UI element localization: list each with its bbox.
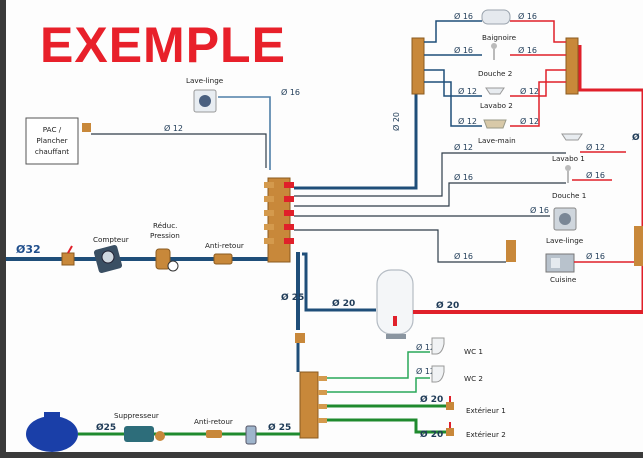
outdoor-tap1-icon	[446, 396, 454, 410]
douche1-cold-diameter: Ø 16	[454, 172, 473, 182]
kitchen-sink-icon	[545, 253, 575, 273]
main-manifold	[264, 177, 294, 263]
lave-linge-right-label: Lave-linge	[546, 236, 584, 245]
water-heater-icon	[376, 269, 414, 339]
drop-diameter: Ø 25	[281, 292, 304, 303]
check-valve-bottom-icon	[206, 430, 222, 438]
wc1-label: WC 1	[464, 347, 483, 356]
inlet-valve-icon	[61, 245, 75, 266]
main-diameter: Ø32	[16, 243, 41, 256]
lave-main-hot-diameter: Ø 12	[520, 116, 539, 126]
right-hot-manifold-icon	[634, 226, 643, 266]
water-tank-icon	[26, 412, 78, 452]
washing-machine-icon	[193, 89, 217, 113]
lavabo2-hot-diameter: Ø 12	[520, 86, 539, 96]
lavabo2-label: Lavabo 2	[480, 101, 513, 110]
ext1-diameter: Ø 20	[420, 394, 443, 405]
pac-label-1: PAC /	[43, 125, 62, 134]
pac-diameter: Ø 12	[164, 123, 183, 133]
lavabo2-cold-diameter: Ø 12	[458, 86, 477, 96]
lave-main-cold-diameter: Ø 12	[458, 116, 477, 126]
pac-label-3: chauffant	[35, 147, 69, 156]
lavabo1-cold-diameter: Ø 12	[454, 142, 473, 152]
reduc-label-1: Réduc.	[153, 221, 177, 230]
lave-linge-right-diameter: Ø 16	[530, 205, 549, 215]
pressure-reducer-icon	[155, 248, 179, 272]
washing-machine-right-icon	[553, 207, 577, 231]
pump-out-diameter: Ø 25	[268, 422, 291, 433]
upper-hot-manifold	[565, 37, 579, 95]
douche2-label: Douche 2	[478, 69, 512, 78]
page-title: EXEMPLE	[40, 17, 286, 73]
pac-valve-icon	[82, 123, 91, 132]
baignoire-hot-diameter: Ø 16	[518, 11, 537, 21]
ballon-in-diameter: Ø 20	[332, 298, 355, 309]
ballon-out-diameter: Ø 20	[436, 300, 459, 311]
lave-main-label: Lave-main	[478, 136, 516, 145]
bathtub-icon	[481, 9, 511, 25]
exterieur1-label: Extérieur 1	[466, 406, 506, 415]
riser-right-diameter: Ø 20	[632, 132, 643, 143]
anti-retour-bottom-label: Anti-retour	[194, 417, 233, 426]
pac-box: PAC / Plancher chauffant	[25, 117, 79, 165]
lower-manifold	[299, 371, 327, 439]
riser-left-diameter: Ø 20	[391, 112, 401, 131]
douche2-cold-diameter: Ø 16	[454, 45, 473, 55]
upper-cold-manifold	[411, 37, 425, 95]
water-meter-icon	[93, 244, 123, 274]
lavabo1-hot-diameter: Ø 12	[586, 142, 605, 152]
lave-linge-top-label: Lave-linge	[186, 76, 224, 85]
wc1-diameter: Ø 12	[416, 342, 435, 352]
wc2-label: WC 2	[464, 374, 483, 383]
cuisine-label: Cuisine	[550, 275, 577, 284]
outdoor-tap2-icon	[446, 422, 454, 436]
cuisine-hot-diameter: Ø 16	[586, 251, 605, 261]
wc2-icon	[431, 365, 445, 383]
lavabo1-label: Lavabo 1	[552, 154, 585, 163]
booster-pump-icon	[124, 426, 165, 442]
shower2-icon	[491, 43, 497, 60]
reduc-label-2: Pression	[150, 231, 180, 240]
wc1-icon	[431, 337, 445, 355]
ext2-diameter: Ø 20	[420, 429, 443, 440]
cuisine-cold-diameter: Ø 16	[454, 251, 473, 261]
schematic-canvas: EXEMPLE Ø32 Compteur Réduc. Pression Ant…	[6, 9, 643, 452]
wc2-diameter: Ø 12	[416, 366, 435, 376]
anti-retour-label: Anti-retour	[205, 241, 244, 250]
pac-label-2: Plancher	[36, 136, 67, 145]
filter-icon	[245, 425, 257, 445]
douche1-label: Douche 1	[552, 191, 586, 200]
douche1-hot-diameter: Ø 16	[586, 170, 605, 180]
baignoire-label: Baignoire	[482, 33, 517, 42]
compteur-label: Compteur	[93, 235, 129, 244]
sink1-icon	[561, 133, 583, 141]
baignoire-cold-diameter: Ø 16	[454, 11, 473, 21]
drop-fitting-icon	[295, 333, 305, 343]
shower1-icon	[565, 165, 571, 183]
suppresseur-label: Suppresseur	[114, 411, 159, 420]
handbasin-icon	[483, 119, 507, 129]
exterieur2-label: Extérieur 2	[466, 430, 506, 439]
lave-linge-top-diameter: Ø 16	[281, 87, 300, 97]
pump-in-diameter: Ø25	[96, 422, 116, 433]
sink2-icon	[485, 87, 505, 95]
lave-linge-valve-icon	[506, 240, 516, 262]
douche2-hot-diameter: Ø 16	[518, 45, 537, 55]
check-valve-icon	[213, 253, 233, 265]
